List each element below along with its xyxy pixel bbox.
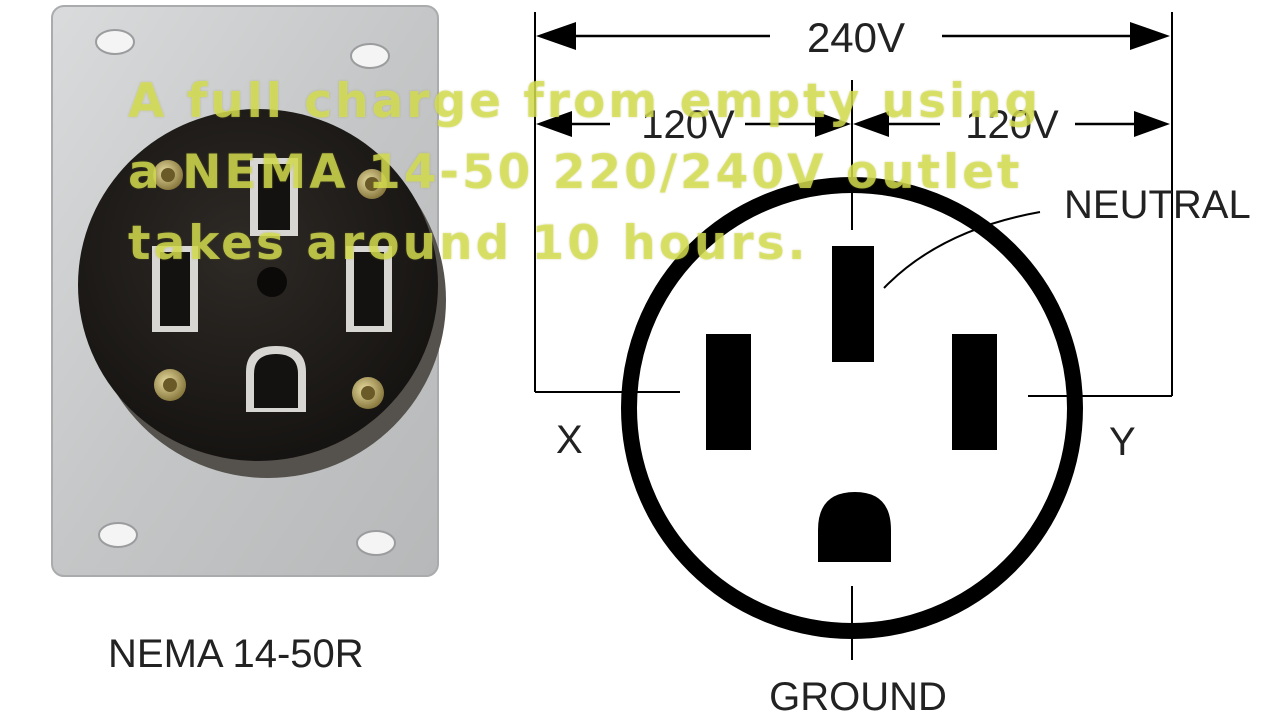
label-neutral: NEUTRAL (1064, 183, 1251, 227)
plate-hole-top-left (95, 29, 135, 55)
overlay-caption-line-2: a NEMA 14-50 220/240V outlet (128, 145, 1023, 200)
outlet-diagram (534, 12, 1173, 660)
arrowhead-icon (536, 111, 572, 137)
overlay-caption-line-1: A full charge from empty using (128, 74, 1042, 129)
screw-icon (154, 369, 186, 401)
label-240v: 240V (807, 14, 905, 61)
receptacle-photo (51, 5, 446, 577)
neutral-leader-line (883, 211, 1041, 289)
plate-hole-bottom-right (356, 530, 396, 556)
arrowhead-icon (536, 22, 576, 50)
arrowhead-icon (1134, 111, 1170, 137)
slot-y (952, 334, 997, 450)
photo-caption: NEMA 14-50R (108, 632, 364, 676)
label-y: Y (1109, 420, 1136, 464)
screw-icon (153, 160, 183, 190)
overlay-caption-line-3: takes around 10 hours. (128, 216, 809, 271)
plate-hole-top-right (350, 43, 390, 69)
receptacle-slot-left-inner (160, 252, 190, 326)
label-120v-left: 120V (641, 103, 735, 147)
screw-icon (357, 169, 387, 199)
screw-icon (352, 377, 384, 409)
receptacle-center-hole (257, 267, 287, 297)
label-x: X (556, 418, 583, 462)
arrowhead-icon (1130, 22, 1170, 50)
plate-hole-bottom-left (98, 522, 138, 548)
receptacle-slot-right-inner (354, 252, 384, 326)
receptacle-ground-slot-inner (254, 354, 298, 408)
label-ground: GROUND (769, 675, 947, 719)
slot-x (706, 334, 751, 450)
receptacle-slot-top-inner (258, 164, 290, 230)
arrowhead-icon (853, 111, 889, 137)
slot-ground (818, 492, 891, 562)
label-120v-right: 120V (965, 103, 1059, 147)
arrowhead-icon (815, 111, 851, 137)
slot-neutral (832, 246, 874, 362)
